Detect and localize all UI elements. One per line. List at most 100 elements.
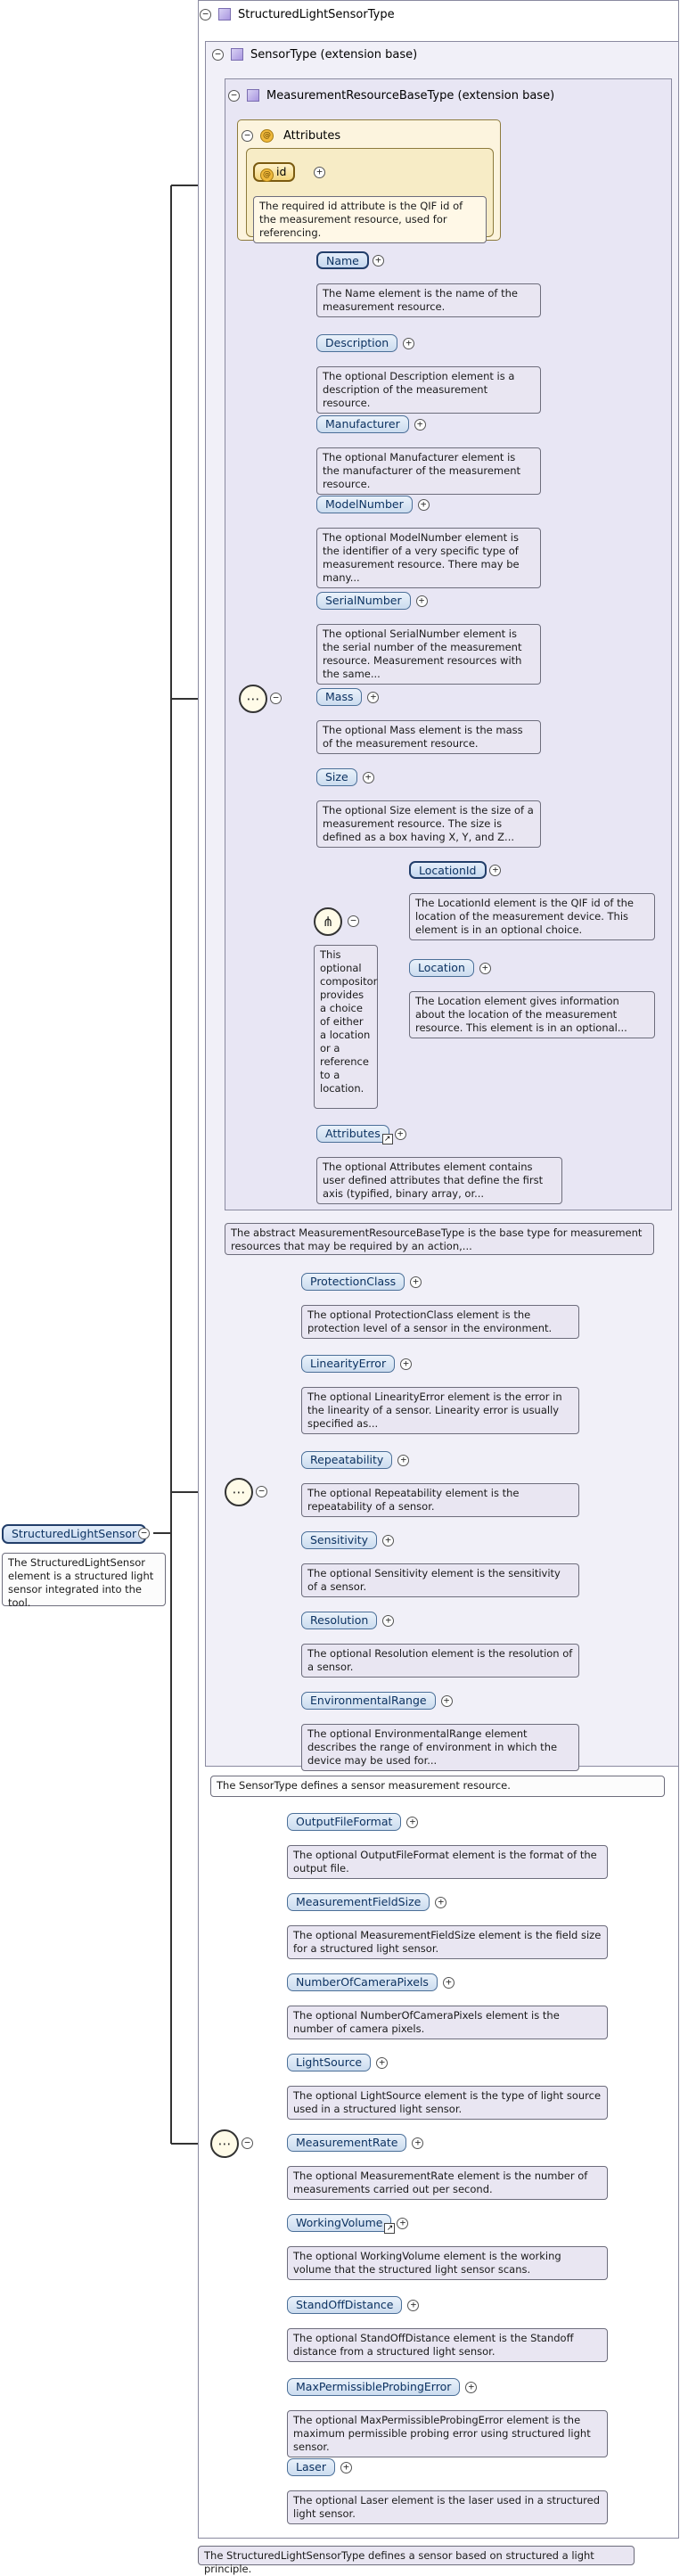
element-name: WorkingVolume xyxy=(296,2216,383,2229)
element-mass[interactable]: Mass xyxy=(316,688,363,706)
attribute-group-icon: @ xyxy=(260,128,274,143)
element-size[interactable]: Size xyxy=(316,768,357,786)
element-doc: The optional MaxPermissibleProbingError … xyxy=(287,2410,608,2457)
expand-icon[interactable]: + xyxy=(407,2300,420,2311)
element-doc: The optional SerialNumber element is the… xyxy=(316,624,541,685)
expand-icon[interactable]: + xyxy=(397,2218,409,2229)
element-number-of-camera-pixels[interactable]: NumberOfCameraPixels xyxy=(287,1973,438,1991)
element-name: Sensitivity xyxy=(310,1533,369,1546)
expand-icon[interactable]: + xyxy=(479,963,491,974)
element-doc: The LocationId element is the QIF id of … xyxy=(409,893,655,940)
element-name: MaxPermissibleProbingError xyxy=(296,2380,452,2393)
external-link-icon[interactable]: ↗ xyxy=(381,1134,393,1144)
element-name: MeasurementFieldSize xyxy=(296,1895,422,1908)
collapse-icon[interactable]: − xyxy=(138,1528,150,1539)
element-serial-number[interactable]: SerialNumber xyxy=(316,592,411,610)
base-type-doc: The abstract MeasurementResourceBaseType… xyxy=(225,1223,654,1255)
element-location[interactable]: Location xyxy=(409,959,474,977)
expand-icon[interactable]: + xyxy=(489,865,502,876)
element-resolution[interactable]: Resolution xyxy=(301,1612,378,1629)
element-protection-class[interactable]: ProtectionClass xyxy=(301,1273,405,1291)
sequence-compositor-icon[interactable]: ⋯ xyxy=(225,1478,253,1506)
element-doc: The optional Laser element is the laser … xyxy=(287,2490,608,2524)
element-max-permissible-probing-error[interactable]: MaxPermissibleProbingError xyxy=(287,2378,461,2396)
expand-icon[interactable]: + xyxy=(314,167,325,178)
expand-icon[interactable]: + xyxy=(410,1276,422,1288)
element-attributes[interactable]: Attributes xyxy=(316,1125,389,1143)
expand-icon[interactable]: + xyxy=(415,595,428,607)
element-doc: The optional NumberOfCameraPixels elemen… xyxy=(287,2006,608,2039)
collapse-icon[interactable]: − xyxy=(270,693,282,704)
element-name[interactable]: Name xyxy=(316,251,369,269)
element-name: LinearityError xyxy=(310,1357,387,1370)
expand-icon[interactable]: + xyxy=(372,255,384,267)
id-doc: The required id attribute is the QIF id … xyxy=(253,196,487,243)
expand-icon[interactable]: + xyxy=(382,1535,395,1546)
element-name: Name xyxy=(326,254,359,267)
element-measurement-field-size[interactable]: MeasurementFieldSize xyxy=(287,1893,430,1911)
expand-icon[interactable]: + xyxy=(397,1455,410,1466)
element-name: NumberOfCameraPixels xyxy=(296,1975,429,1989)
type-name: StructuredLightSensorType xyxy=(238,7,395,21)
choice-compositor-icon[interactable]: ⋔ xyxy=(314,907,342,936)
expand-icon[interactable]: + xyxy=(435,1897,447,1908)
expand-icon[interactable]: + xyxy=(440,1695,453,1707)
root-element-doc: The StructuredLightSensor element is a s… xyxy=(2,1553,166,1609)
collapse-icon[interactable]: − xyxy=(348,915,359,927)
expand-icon[interactable]: + xyxy=(367,692,380,703)
sensor-type-doc: The SensorType defines a sensor measurem… xyxy=(210,1776,665,1797)
expand-icon[interactable]: + xyxy=(340,2462,352,2473)
element-working-volume[interactable]: WorkingVolume xyxy=(287,2214,392,2232)
expand-icon[interactable]: + xyxy=(406,1817,419,1828)
collapse-icon[interactable]: − xyxy=(228,89,240,102)
element-name: EnvironmentalRange xyxy=(310,1694,427,1707)
collapse-icon[interactable]: − xyxy=(242,129,253,142)
element-output-file-format[interactable]: OutputFileFormat xyxy=(287,1813,402,1831)
element-manufacturer[interactable]: Manufacturer xyxy=(316,415,409,433)
element-measurement-rate[interactable]: MeasurementRate xyxy=(287,2134,407,2152)
footer-doc: The StructuredLightSensorType defines a … xyxy=(198,2546,635,2575)
element-environmental-range[interactable]: EnvironmentalRange xyxy=(301,1692,436,1710)
element-name: Attributes xyxy=(325,1127,381,1140)
expand-icon[interactable]: + xyxy=(400,1358,413,1370)
sequence-compositor-icon[interactable]: ⋯ xyxy=(210,2129,239,2158)
expand-icon[interactable]: + xyxy=(442,1977,455,1989)
structured-light-sensor-element[interactable]: StructuredLightSensor xyxy=(2,1524,147,1544)
element-doc: The optional StandOffDistance element is… xyxy=(287,2328,608,2362)
element-doc: The optional Manufacturer element is the… xyxy=(316,447,541,495)
collapse-icon[interactable]: − xyxy=(212,48,224,61)
element-doc: The optional Mass element is the mass of… xyxy=(316,720,541,754)
expand-icon[interactable]: + xyxy=(465,2382,478,2393)
expand-icon[interactable]: + xyxy=(412,2137,424,2149)
element-stand-off-distance[interactable]: StandOffDistance xyxy=(287,2296,403,2314)
element-name: OutputFileFormat xyxy=(296,1815,393,1828)
element-linearity-error[interactable]: LinearityError xyxy=(301,1355,396,1373)
expand-icon[interactable]: + xyxy=(394,1128,406,1140)
external-link-icon[interactable]: ↗ xyxy=(384,2223,396,2234)
collapse-icon[interactable]: − xyxy=(200,8,211,21)
element-light-source[interactable]: LightSource xyxy=(287,2054,372,2071)
element-location-id[interactable]: LocationId xyxy=(409,861,487,879)
expand-icon[interactable]: + xyxy=(382,1615,395,1627)
element-name: Repeatability xyxy=(310,1453,384,1466)
expand-icon[interactable]: + xyxy=(403,338,415,349)
element-name: Manufacturer xyxy=(325,417,400,431)
id-attribute[interactable]: @id xyxy=(253,162,296,182)
element-sensitivity[interactable]: Sensitivity xyxy=(301,1531,378,1549)
expand-icon[interactable]: + xyxy=(376,2057,389,2069)
collapse-icon[interactable]: − xyxy=(242,2137,253,2149)
sensor-type-label: SensorType (extension base) xyxy=(250,47,418,62)
element-name: MeasurementRate xyxy=(296,2136,398,2149)
expand-icon[interactable]: + xyxy=(414,419,426,431)
sequence-compositor-icon[interactable]: ⋯ xyxy=(239,685,267,713)
element-model-number[interactable]: ModelNumber xyxy=(316,496,413,513)
element-description[interactable]: Description xyxy=(316,334,398,352)
expand-icon[interactable]: + xyxy=(417,499,430,511)
complex-type-icon xyxy=(231,48,243,61)
expand-icon[interactable]: + xyxy=(362,772,374,783)
element-name: Size xyxy=(325,770,348,783)
collapse-icon[interactable]: − xyxy=(256,1486,267,1497)
element-repeatability[interactable]: Repeatability xyxy=(301,1451,393,1469)
element-laser[interactable]: Laser xyxy=(287,2458,335,2476)
element-doc: The Name element is the name of the meas… xyxy=(316,283,541,317)
